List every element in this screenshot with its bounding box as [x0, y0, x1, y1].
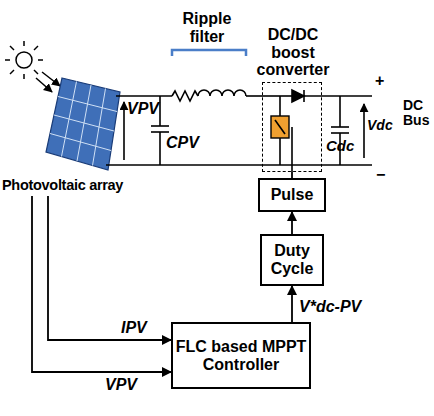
terminal-minus: −: [376, 166, 385, 184]
node-title: Photovoltaic array: [2, 178, 123, 194]
ripple-bracket: [172, 50, 246, 56]
voltage-label: VPV: [127, 100, 159, 118]
signal-label: IPV: [120, 319, 148, 337]
signal-label: VPV: [104, 376, 138, 394]
signal-connector: [291, 212, 293, 234]
controller-box: FLC based MPPT Controller: [171, 322, 311, 389]
circuit-wires: [106, 90, 372, 172]
terminal-plus: +: [375, 72, 384, 90]
pv-array: Photovoltaic array: [2, 56, 142, 196]
signal-connector: [32, 196, 171, 372]
signal-label: V*dc-PV: [298, 298, 362, 316]
panel-grid: [54, 115, 114, 131]
panel-grid: [50, 134, 111, 151]
voltage-label: Vdc: [367, 118, 393, 133]
ripple-filter-label: Ripple filter: [168, 10, 246, 45]
signal-connector: [48, 196, 171, 340]
node-title: DC/DC boost converter: [247, 26, 339, 79]
capacitor-label: Cdc: [326, 138, 354, 155]
node-title: Duty Cycle: [262, 240, 322, 279]
sun-icon: [5, 41, 60, 92]
node-title: Pulse: [269, 184, 316, 206]
converter-box: DC/DC boost converter: [262, 82, 322, 172]
duty-cycle-box: Duty Cycle: [260, 234, 324, 286]
signal-connector: [291, 286, 293, 322]
dc-bus-label: DC Bus: [403, 98, 433, 129]
switch-symbol: [271, 116, 289, 138]
pulse-box: Pulse: [258, 178, 326, 212]
panel-grid: [93, 89, 106, 166]
capacitor-label: CPV: [166, 134, 199, 152]
node-title: FLC based MPPT Controller: [173, 336, 309, 375]
pv-panel: [46, 78, 120, 170]
